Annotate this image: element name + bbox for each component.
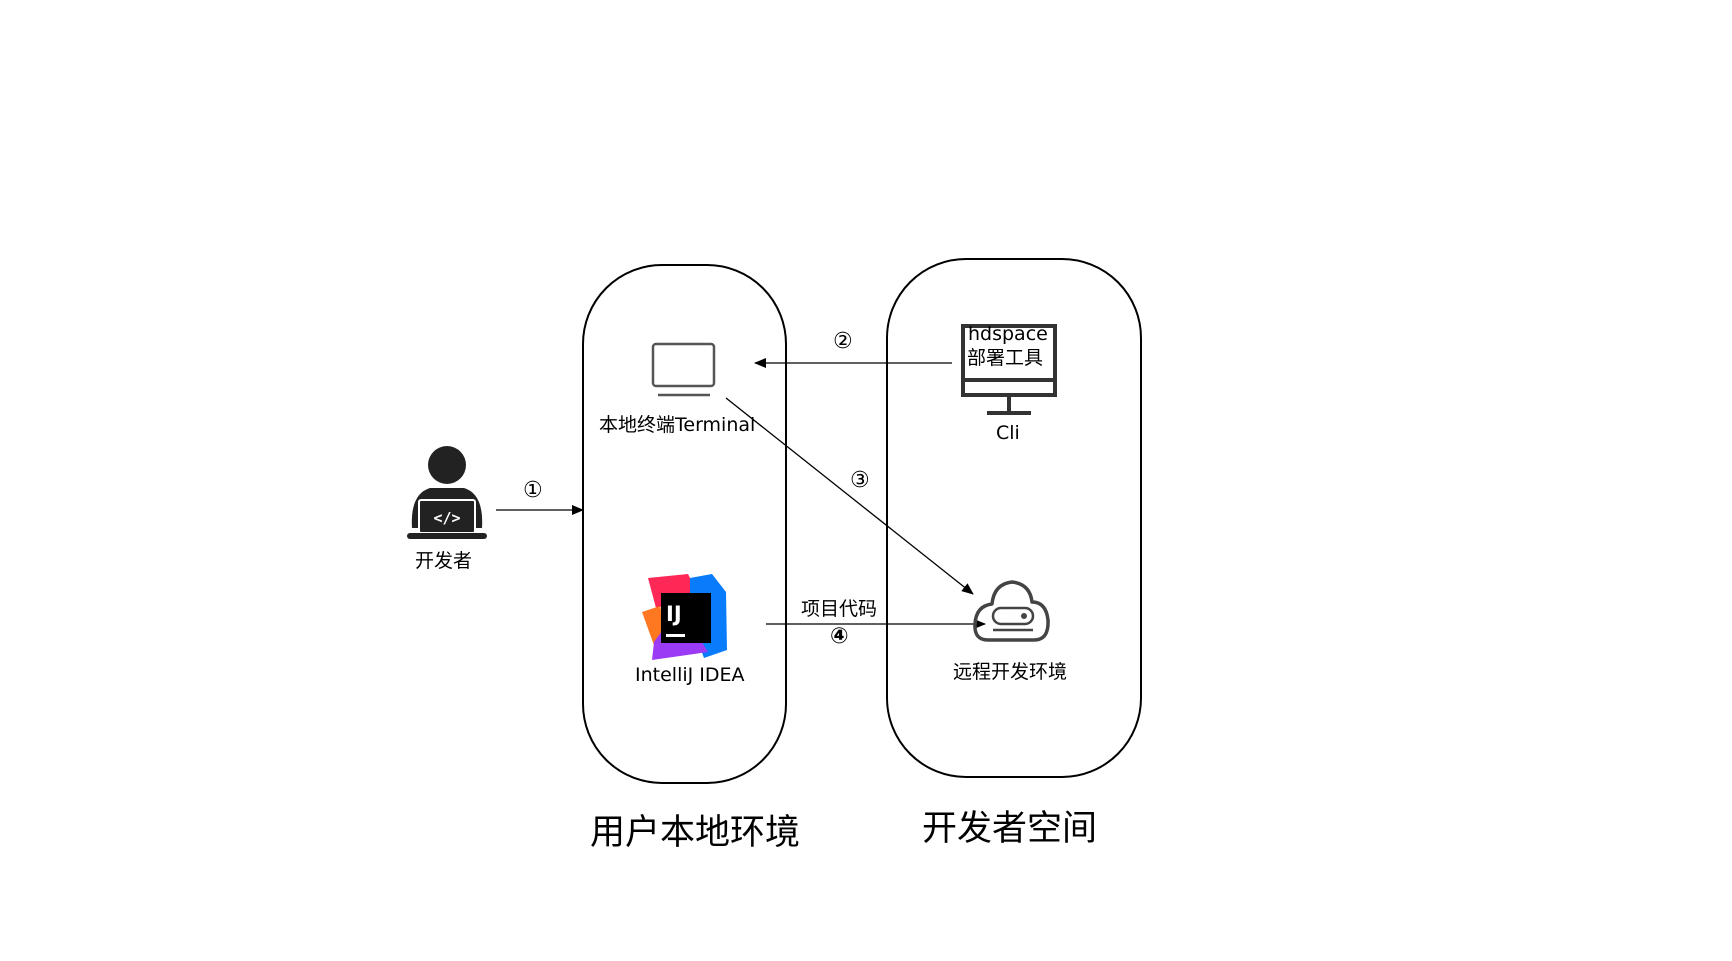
step1-label: ① [523, 478, 543, 503]
cli-screen-line1: hdspace [968, 323, 1048, 345]
code-label: 项目代码 [801, 598, 878, 620]
cli-screen-line2: 部署工具 [967, 347, 1044, 369]
idea-label: IntelliJ IDEA [635, 664, 745, 686]
step3-label: ③ [850, 468, 870, 493]
cli-label: Cli [996, 422, 1020, 444]
desktop-computer-icon [961, 324, 1057, 415]
step2-label: ② [833, 329, 853, 354]
developer-label: 开发者 [415, 550, 473, 572]
local-env-box [582, 264, 787, 784]
step4-label: ④ [830, 624, 849, 649]
monitor-icon [651, 342, 716, 397]
terminal-label: 本地终端Terminal [599, 414, 756, 436]
remote-env-label: 远程开发环境 [953, 661, 1068, 683]
arrow-step3 [725, 397, 974, 595]
svg-text:</>: </> [433, 509, 460, 527]
svg-text:IJ: IJ [666, 602, 682, 626]
local-env-title: 用户本地环境 [590, 813, 801, 853]
intellij-idea-logo: IJ [642, 574, 727, 660]
developer-laptop-icon: </> [407, 446, 487, 539]
devspace-title: 开发者空间 [922, 809, 1098, 849]
cloud-server-icon [973, 580, 1050, 642]
devspace-box [886, 258, 1142, 778]
